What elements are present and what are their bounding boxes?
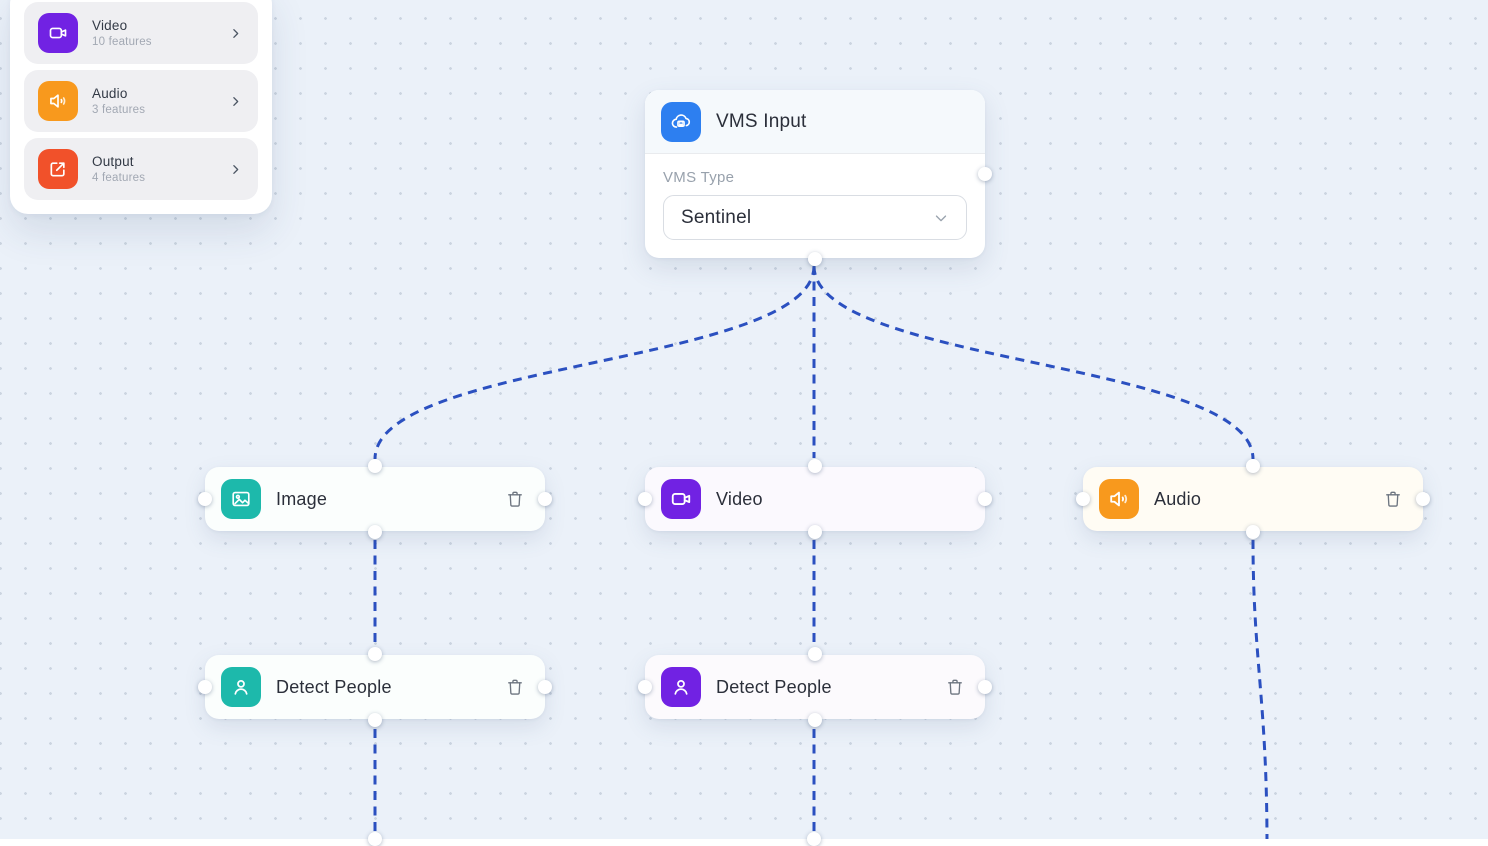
node-title: Detect People (276, 677, 392, 698)
video-icon (38, 13, 78, 53)
node-palette-panel: Video 10 features Audio 3 features (10, 0, 272, 214)
trash-icon (505, 677, 525, 697)
handle-bottom[interactable] (808, 525, 822, 539)
node-title: Image (276, 489, 327, 510)
trash-icon (505, 489, 525, 509)
handle-top[interactable] (808, 459, 822, 473)
handle-top[interactable] (808, 647, 822, 661)
delete-node-button[interactable] (503, 487, 527, 511)
trash-icon (1383, 489, 1403, 509)
handle-top[interactable] (368, 832, 382, 846)
palette-item-label: Audio (92, 86, 145, 101)
node-vms-input-body: VMS Type Sentinel (645, 154, 985, 258)
video-icon (661, 479, 701, 519)
palette-item-label: Output (92, 154, 145, 169)
palette-item-features: 4 features (92, 172, 145, 184)
handle-left[interactable] (638, 680, 652, 694)
person-icon (661, 667, 701, 707)
node-audio[interactable]: Audio (1083, 467, 1423, 531)
handle-left[interactable] (638, 492, 652, 506)
node-vms-input[interactable]: VMS Input VMS Type Sentinel (645, 90, 985, 258)
palette-item-features: 10 features (92, 36, 152, 48)
handle-bottom[interactable] (1246, 525, 1260, 539)
handle-bottom[interactable] (368, 713, 382, 727)
handle-right[interactable] (538, 680, 552, 694)
node-vms-input-header: VMS Input (645, 90, 985, 154)
node-title: Audio (1154, 489, 1201, 510)
vms-type-selected-value: Sentinel (681, 207, 751, 229)
cloud-vms-icon (661, 102, 701, 142)
handle-right[interactable] (538, 492, 552, 506)
handle-top[interactable] (368, 459, 382, 473)
speaker-icon (1099, 479, 1139, 519)
chevron-down-icon (932, 209, 950, 227)
palette-item-features: 3 features (92, 104, 145, 116)
node-title: Detect People (716, 677, 832, 698)
vms-type-select[interactable]: Sentinel (663, 195, 967, 240)
chevron-right-icon (229, 27, 242, 40)
trash-icon (945, 677, 965, 697)
edge-vms-to-audio[interactable] (814, 266, 1253, 459)
person-icon (221, 667, 261, 707)
chevron-right-icon (229, 95, 242, 108)
handle-right[interactable] (978, 167, 992, 181)
delete-node-button[interactable] (503, 675, 527, 699)
delete-node-button[interactable] (943, 675, 967, 699)
handle-top[interactable] (1246, 459, 1260, 473)
node-title: VMS Input (716, 111, 807, 133)
node-image[interactable]: Image (205, 467, 545, 531)
node-title: Video (716, 489, 763, 510)
image-icon (221, 479, 261, 519)
handle-top[interactable] (368, 647, 382, 661)
handle-bottom[interactable] (808, 713, 822, 727)
handle-right[interactable] (978, 680, 992, 694)
palette-item-output[interactable]: Output 4 features (24, 138, 258, 200)
edge-vms-to-image[interactable] (375, 266, 814, 459)
vms-type-label: VMS Type (663, 169, 967, 186)
handle-bottom[interactable] (808, 252, 822, 266)
speaker-icon (38, 81, 78, 121)
delete-node-button[interactable] (1381, 487, 1405, 511)
palette-item-label: Video (92, 18, 152, 33)
export-icon (38, 149, 78, 189)
handle-top[interactable] (807, 832, 821, 846)
palette-item-audio[interactable]: Audio 3 features (24, 70, 258, 132)
handle-left[interactable] (198, 492, 212, 506)
chevron-right-icon (229, 163, 242, 176)
handle-left[interactable] (198, 680, 212, 694)
handle-bottom[interactable] (368, 525, 382, 539)
handle-right[interactable] (978, 492, 992, 506)
node-detect-people-left[interactable]: Detect People (205, 655, 545, 719)
edge-audio-down[interactable] (1253, 540, 1267, 839)
handle-right[interactable] (1416, 492, 1430, 506)
node-detect-people-right[interactable]: Detect People (645, 655, 985, 719)
node-video[interactable]: Video (645, 467, 985, 531)
palette-item-video[interactable]: Video 10 features (24, 2, 258, 64)
handle-left[interactable] (1076, 492, 1090, 506)
